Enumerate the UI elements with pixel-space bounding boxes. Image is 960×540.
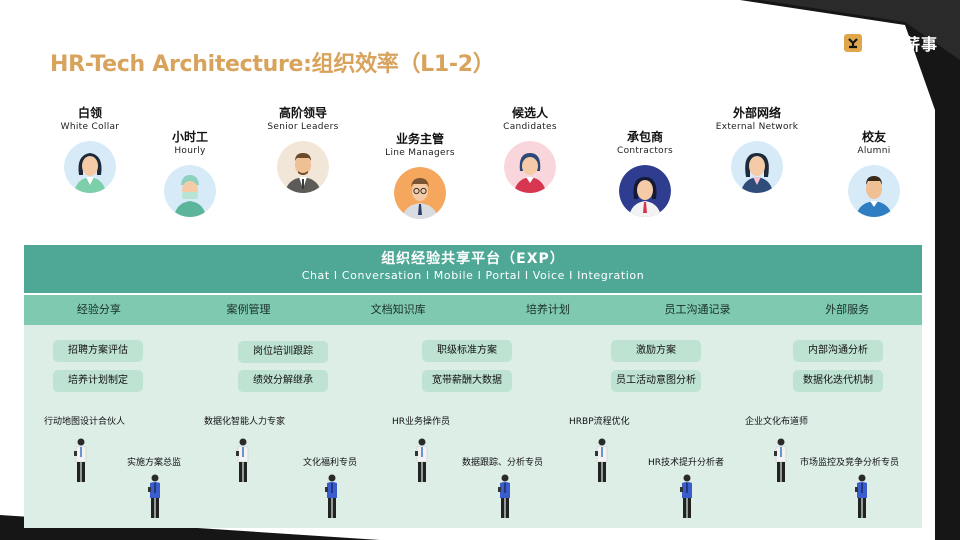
pill-incentive-plan: 激励方案 bbox=[611, 340, 701, 362]
category-employee-communication: 员工沟通记录 bbox=[664, 303, 731, 316]
alumni-avatar-icon bbox=[848, 165, 900, 217]
role-data-hr-expert: 数据化智能人力专家 bbox=[204, 417, 286, 427]
persona-name-en: White Collar bbox=[60, 122, 120, 132]
persona-external-network: 外部网络 External Network bbox=[697, 106, 817, 193]
category-bar: 经验分享 案例管理 文档知识库 培养计划 员工沟通记录 外部服务 bbox=[24, 295, 922, 325]
brand-name: 薪人薪事 bbox=[870, 35, 939, 54]
employee-figure-icon bbox=[774, 438, 787, 482]
role-hr-tech-analyst: HR技术提升分析者 bbox=[648, 458, 725, 468]
persona-name: 白领 bbox=[77, 106, 102, 120]
employee-figure-icon bbox=[74, 438, 87, 482]
persona-name-en: Line Managers bbox=[385, 148, 455, 158]
persona-name-en: External Network bbox=[715, 122, 799, 132]
pill-job-level-standard: 职级标准方案 bbox=[422, 340, 512, 362]
persona-name-en: Hourly bbox=[174, 146, 206, 156]
brand-logo-icon bbox=[844, 34, 862, 52]
employee-figure-icon bbox=[498, 474, 510, 518]
category-external-services: 外部服务 bbox=[825, 303, 870, 316]
category-experience-sharing: 经验分享 bbox=[76, 303, 121, 316]
platform-channels: Chat I Conversation I Mobile I Portal I … bbox=[301, 269, 645, 282]
employee-figure-icon bbox=[415, 438, 428, 482]
persona-alumni: 校友 Alumni bbox=[814, 130, 934, 217]
role-data-analysis-specialist: 数据跟踪、分析专员 bbox=[462, 458, 544, 468]
persona-name-en: Contractors bbox=[617, 146, 673, 156]
persona-candidates: 候选人 Candidates bbox=[470, 106, 590, 193]
category-document-knowledge-base: 文档知识库 bbox=[370, 303, 426, 316]
pill-internal-communication: 内部沟通分析 bbox=[793, 340, 883, 362]
category-case-management: 案例管理 bbox=[226, 303, 271, 316]
role-culture-evangelist: 企业文化布道师 bbox=[745, 417, 809, 427]
candidate-avatar-icon bbox=[504, 141, 556, 193]
employee-figure-icon bbox=[595, 438, 608, 482]
persona-white-collar: 白领 White Collar bbox=[30, 106, 150, 193]
role-implementation-director: 实施方案总监 bbox=[127, 458, 182, 468]
persona-senior-leaders: 高阶领导 Senior Leaders bbox=[243, 106, 363, 193]
page-title: HR-Tech Architecture:组织效率（L1-2） bbox=[50, 52, 495, 77]
contractor-avatar-icon bbox=[619, 165, 671, 217]
white-collar-avatar-icon bbox=[64, 141, 116, 193]
employee-figure-icon bbox=[325, 474, 337, 518]
platform-title: 组织经验共享平台（EXP） bbox=[381, 251, 565, 267]
persona-name: 小时工 bbox=[171, 130, 208, 144]
pill-recruitment-plan: 招聘方案评估 bbox=[53, 340, 143, 362]
senior-leader-avatar-icon bbox=[277, 141, 329, 193]
pill-employee-activity-analysis: 员工活动意图分析 bbox=[611, 370, 701, 392]
persona-name: 高阶领导 bbox=[278, 106, 327, 120]
brand-logo: 薪人薪事 bbox=[842, 31, 938, 55]
persona-name-en: Alumni bbox=[857, 146, 891, 156]
persona-name: 校友 bbox=[861, 130, 886, 144]
persona-name: 承包商 bbox=[626, 130, 663, 144]
persona-name: 业务主管 bbox=[395, 132, 444, 146]
persona-name-en: Senior Leaders bbox=[267, 122, 339, 132]
experience-platform-header: 组织经验共享平台（EXP） Chat I Conversation I Mobi… bbox=[24, 245, 922, 293]
persona-name: 外部网络 bbox=[732, 106, 781, 120]
persona-contractors: 承包商 Contractors bbox=[585, 130, 705, 217]
role-hr-operator: HR业务操作员 bbox=[392, 417, 451, 427]
pill-broadband-salary-data: 宽带薪酬大数据 bbox=[422, 370, 512, 392]
role-hrbp-process: HRBP流程优化 bbox=[569, 417, 630, 427]
category-training-plan: 培养计划 bbox=[525, 303, 570, 316]
persona-hourly: 小时工 Hourly bbox=[130, 130, 250, 217]
pill-performance-breakdown: 绩效分解继承 bbox=[238, 370, 328, 392]
role-action-map-partner: 行动地图设计合伙人 bbox=[44, 417, 126, 427]
role-market-analysis-specialist: 市场监控及竞争分析专员 bbox=[800, 458, 900, 468]
employee-figure-icon bbox=[236, 438, 249, 482]
hourly-avatar-icon bbox=[164, 165, 216, 217]
external-network-avatar-icon bbox=[731, 141, 783, 193]
persona-name-en: Candidates bbox=[503, 122, 557, 132]
pill-training-plan: 培养计划制定 bbox=[53, 370, 143, 392]
employee-figure-icon bbox=[148, 474, 160, 518]
role-culture-welfare-specialist: 文化福利专员 bbox=[303, 458, 358, 468]
pill-job-training-tracking: 岗位培训跟踪 bbox=[238, 341, 328, 363]
persona-line-managers: 业务主管 Line Managers bbox=[360, 132, 480, 219]
employee-figure-icon bbox=[855, 474, 867, 518]
persona-name: 候选人 bbox=[511, 106, 548, 120]
pill-data-iteration: 数据化迭代机制 bbox=[793, 370, 883, 392]
line-manager-avatar-icon bbox=[394, 167, 446, 219]
employee-figure-icon bbox=[680, 474, 692, 518]
